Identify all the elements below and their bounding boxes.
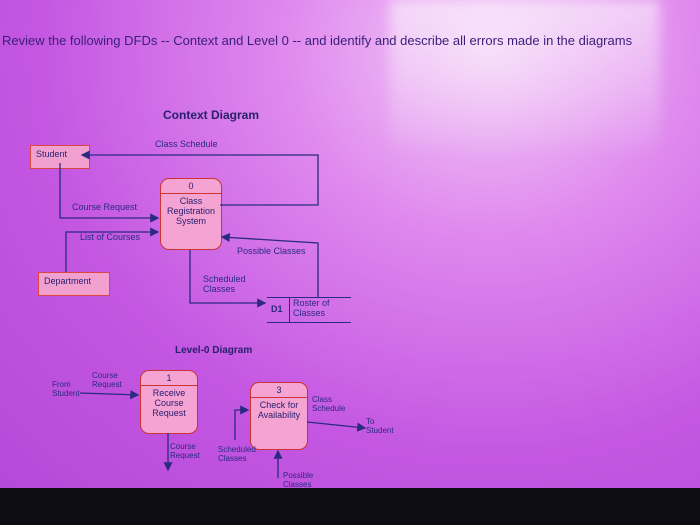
process-1: 1 Receive Course Request (140, 370, 198, 434)
process-3-name: Check for Availability (257, 400, 301, 420)
arrow-class-schedule (80, 150, 319, 206)
process-1-number: 1 (141, 371, 197, 386)
arrow-list-of-courses (65, 227, 160, 272)
process-0: 0 Class Registration System (160, 178, 222, 250)
question-text: Review the following DFDs -- Context and… (2, 33, 633, 48)
arrow-l0-course-request-in (79, 390, 140, 400)
flow-label-scheduled-classes-l0: Scheduled Classes (218, 445, 256, 463)
monitor-screen: Review the following DFDs -- Context and… (0, 0, 700, 490)
department-entity-label: Department (44, 276, 92, 286)
flow-label-course-request-in: Course Request (92, 371, 122, 389)
flow-label-class-schedule: Class Schedule (155, 139, 218, 149)
flow-label-to-student: To Student (366, 417, 394, 435)
process-3-number: 3 (251, 383, 307, 398)
process-0-name: Class Registration System (166, 196, 216, 226)
data-store-divider (289, 298, 290, 322)
flow-arrows (59, 150, 367, 478)
flow-label-possible-classes: Possible Classes (237, 246, 306, 256)
process-3: 3 Check for Availability (250, 382, 308, 450)
data-store-d1: D1 Roster of Classes (267, 297, 351, 323)
window-glare (390, 0, 660, 150)
context-diagram-title: Context Diagram (163, 108, 260, 122)
arrow-l0-class-schedule (306, 421, 367, 432)
flow-label-class-schedule-out: Class Schedule (312, 395, 346, 413)
flow-label-possible-classes-l0: Possible Classes (283, 471, 314, 489)
process-1-name: Receive Course Request (152, 388, 186, 418)
arrow-scheduled-classes (189, 250, 267, 308)
flow-label-from-student: From Student (52, 380, 80, 398)
data-store-name: Roster of Classes (293, 298, 330, 318)
flow-label-list-of-courses: List of Courses (80, 232, 141, 242)
flow-label-scheduled-classes: Scheduled Classes (203, 274, 246, 294)
monitor-bezel (0, 488, 700, 525)
flow-label-course-request: Course Request (72, 202, 138, 212)
arrow-l0-p1-to-p3 (234, 405, 250, 440)
level0-diagram-title: Level-0 Diagram (175, 345, 253, 356)
department-entity: Department (38, 272, 110, 296)
process-0-number: 0 (161, 179, 221, 194)
data-store-id: D1 (271, 304, 283, 314)
arrow-course-request (59, 163, 160, 223)
arrow-possible-classes (220, 232, 319, 297)
student-entity-label: Student (36, 149, 68, 159)
flow-label-course-request-down: Course Request (170, 442, 200, 460)
